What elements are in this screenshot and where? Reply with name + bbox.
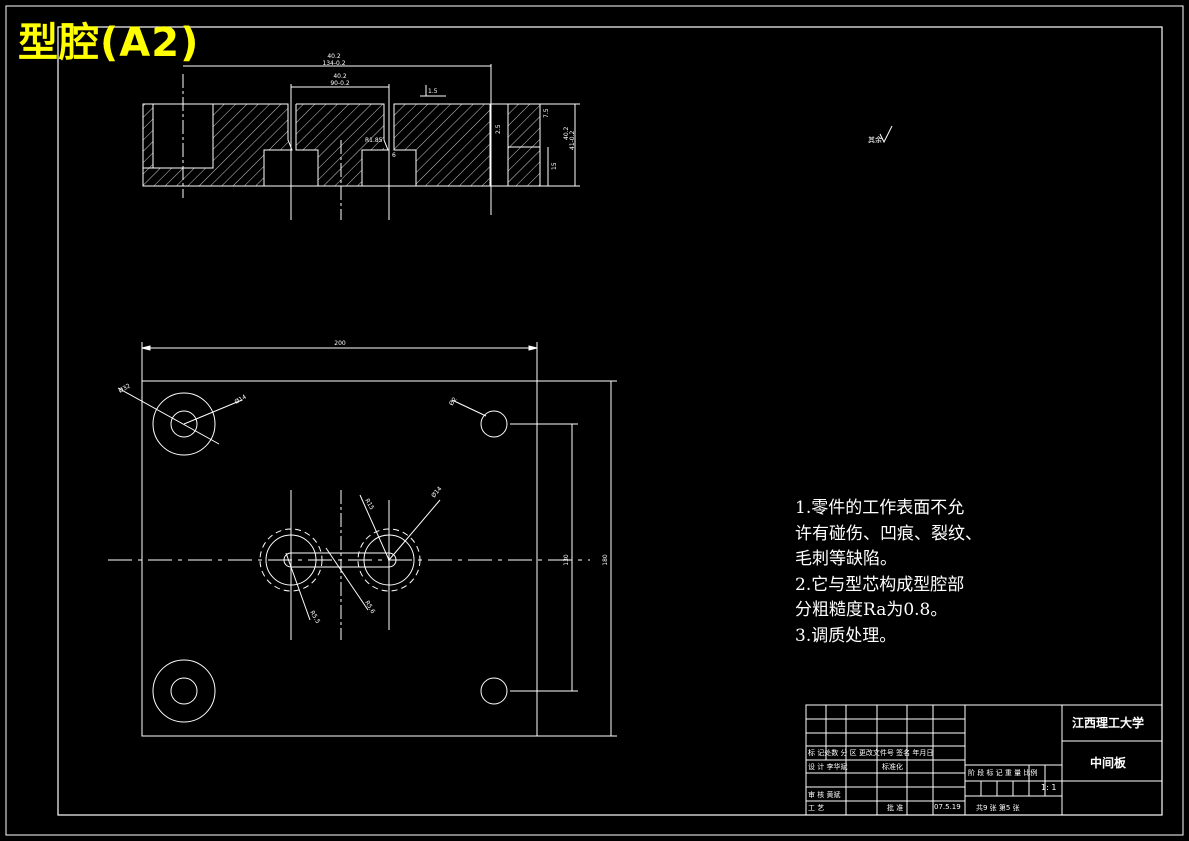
right-dim-b: 40.2	[563, 126, 570, 140]
title-block-approve-row: 批 准	[887, 804, 904, 812]
note-line: 3.调质处理。	[795, 625, 897, 646]
hole-top-right	[480, 410, 508, 438]
hole-bottom-right	[480, 677, 508, 705]
technical-notes: 1.零件的工作表面不允 许有碰伤、凹痕、裂纹、 毛刺等缺陷。 2.它与型芯构成型…	[795, 496, 982, 649]
note-line: 毛刺等缺陷。	[795, 549, 897, 569]
part-name: 中间板	[1090, 756, 1127, 770]
plan-dim-texts: 200 180 130 Ø32 Ø14 Ø2 R15 Ø14 R5.5 R5.6	[118, 340, 610, 625]
plate-height-dim: 180	[602, 554, 609, 566]
plate-width-dim: 200	[334, 340, 346, 347]
title-block-process-row: 工 艺	[808, 804, 825, 812]
cavity-dim-d: R5.6	[363, 600, 376, 616]
cavity-dim-c: R5.5	[308, 610, 321, 626]
right-dim-c: 41-0.2	[569, 130, 576, 150]
pin-diameter-dim: Ø2	[448, 396, 459, 407]
title-block-sheets: 共9 张 第5 张	[976, 804, 1020, 812]
title-block-std-row: 标准化	[882, 763, 903, 771]
title-block-stage-row: 阶 段 标 记 重 量 比例	[968, 769, 1038, 777]
title-block-scale: 1: 1	[1041, 783, 1057, 792]
section-outline	[142, 103, 293, 187]
small-vertical-dim: 2.5	[495, 124, 502, 134]
hole-diameter-dim: Ø14	[234, 393, 248, 405]
counterbore-top-left	[152, 392, 216, 456]
right-dim-a: 7.5	[543, 108, 550, 118]
counterbore-dim: Ø32	[118, 382, 132, 394]
cavity-dim-b: Ø14	[430, 485, 443, 499]
inner-frame	[57, 26, 1163, 816]
title-block	[805, 704, 1163, 816]
surface-roughness-mark	[879, 125, 893, 144]
bore-left	[152, 103, 214, 169]
section-dim-texts: 40.2 134-0.2 40.2 90-0.2 1.5 7.5 40.2 41…	[322, 53, 576, 170]
top-outer-dim: 40.2	[327, 53, 341, 60]
right-dim-h: 15	[551, 162, 558, 170]
top-inner-dim: 40.2	[333, 73, 347, 80]
school-name: 江西理工大学	[1072, 716, 1145, 730]
slot-width-dim: 6	[392, 152, 396, 159]
note-line: 1.零件的工作表面不允	[795, 498, 965, 518]
section-view	[142, 64, 580, 220]
hole-spacing-dim: 130	[563, 554, 570, 566]
counterbore-bottom-left	[152, 659, 216, 723]
note-line: 分粗糙度Ra为0.8。	[795, 600, 948, 620]
chamfer-dim: 1.5	[428, 88, 438, 95]
top-outer-tolerance: 134-0.2	[322, 60, 345, 67]
plan-view	[108, 342, 617, 737]
drawing-title: 型腔(A2)	[18, 20, 200, 66]
title-block-craft-row: 审 核 黄斌	[808, 791, 841, 799]
cavity-dim-a: R15	[363, 498, 375, 512]
note-line: 许有碰伤、凹痕、裂纹、	[795, 523, 982, 544]
outer-frame	[5, 5, 1184, 836]
note-line: 2.它与型芯构成型腔部	[795, 574, 965, 595]
title-block-header-row: 标 记处数 分 区 更改文件号 签名 年月日	[808, 749, 934, 757]
plate-outline	[141, 380, 538, 737]
top-inner-tolerance: 90-0.2	[330, 80, 350, 87]
title-block-date: 07.5.19	[934, 803, 961, 811]
surface-mark: 其余	[868, 135, 882, 144]
title-block-design-row: 设 计 李华斌	[808, 763, 848, 771]
slot-radius-dim: R1.85	[365, 137, 383, 144]
